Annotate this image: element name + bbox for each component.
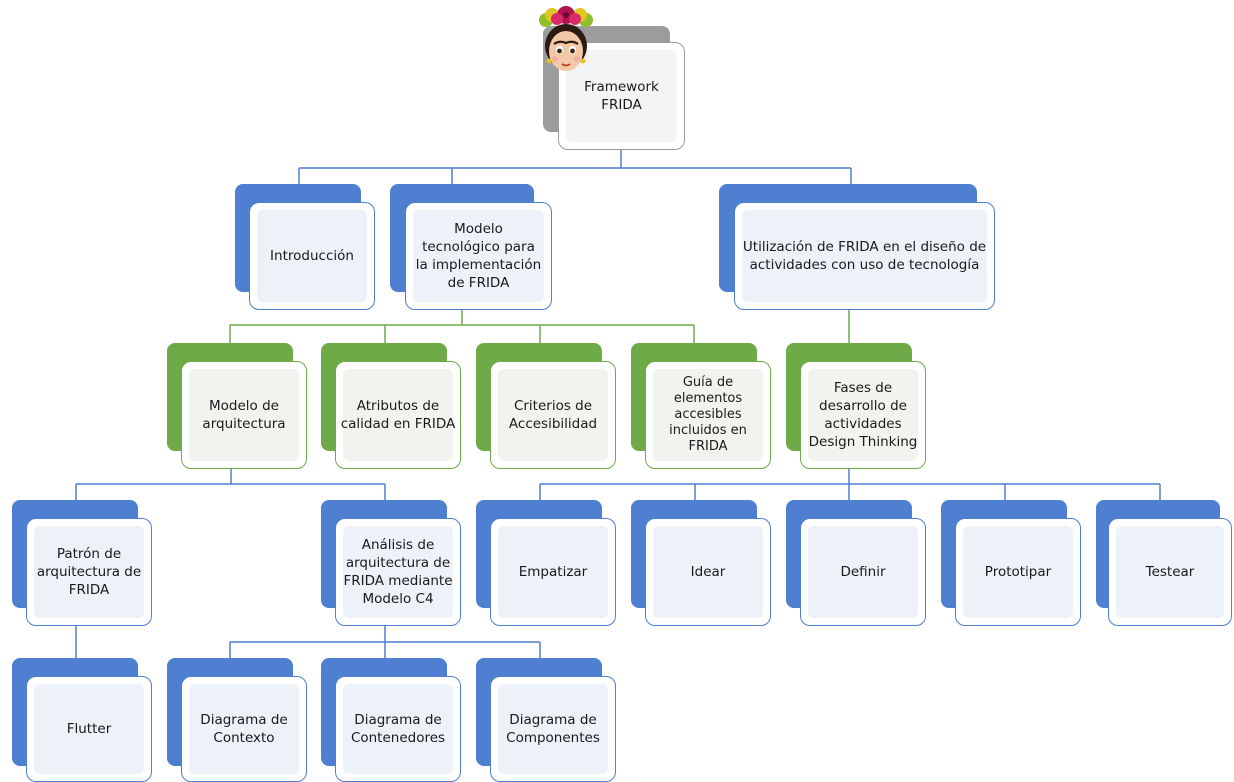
node-diagrama-contexto: Diagrama de Contexto [167,658,309,782]
utilizacion-label: Utilización de FRIDA en el diseño de act… [742,239,987,273]
fases-label: Fases de desarrollo de actividades Desig… [808,380,918,450]
node-idear: Idear [631,500,773,626]
analisis-connectors [229,626,541,658]
diagrama-contenedores-label: Diagrama de Contenedores [350,712,446,746]
fases-connectors [539,468,1161,500]
node-diagrama-contenedores: Diagrama de Contenedores [321,658,463,782]
node-guia: Guía de elementos accesibles incluidos e… [631,343,773,469]
node-analisis: Análisis de arquitectura de FRIDA median… [321,500,463,626]
node-testear: Testear [1096,500,1234,626]
node-prototipar: Prototipar [941,500,1083,626]
diagrama-componentes-label: Diagrama de Componentes [506,712,600,746]
criterios-label: Criterios de Accesibilidad [508,398,598,432]
modelo-tecnologico-connectors [229,310,695,343]
introduccion-label: Introducción [270,248,354,264]
analisis-label: Análisis de arquitectura de FRIDA median… [343,537,453,607]
patron-label: Patrón de arquitectura de FRIDA [36,546,142,598]
empatizar-label: Empatizar [518,564,588,580]
modelo-tecnologico-label: Modelo tecnológico para la implementació… [415,221,542,291]
node-definir: Definir [786,500,928,626]
root-connectors [298,150,852,184]
testear-label: Testear [1145,564,1195,580]
flutter-label: Flutter [66,721,112,737]
node-empatizar: Empatizar [476,500,618,626]
prototipar-label: Prototipar [984,564,1052,580]
atributos-label: Atributos de calidad en FRIDA [340,398,456,432]
frida-face-icon [539,6,593,71]
modelo-arquitectura-label: Modelo de arquitectura [202,398,286,432]
guia-label: Guía de elementos accesibles incluidos e… [669,375,747,454]
diagrama-contexto-label: Diagrama de Contexto [200,712,288,746]
node-modelo-tecnologico: Modelo tecnológico para la implementació… [390,184,552,310]
definir-label: Definir [840,564,886,580]
modelo-arquitectura-connectors [75,468,386,500]
idear-label: Idear [690,564,726,580]
root-node: Framework FRIDA [543,26,688,152]
node-utilizacion: Utilización de FRIDA en el diseño de act… [719,184,995,310]
node-fases: Fases de desarrollo de actividades Desig… [786,343,928,469]
node-diagrama-componentes: Diagrama de Componentes [476,658,618,782]
node-patron: Patrón de arquitectura de FRIDA [12,500,154,626]
node-modelo-arquitectura: Modelo de arquitectura [167,343,309,469]
node-atributos: Atributos de calidad en FRIDA [321,343,463,469]
node-flutter: Flutter [12,658,154,782]
node-introduccion: Introducción [235,184,377,310]
root-label: Framework FRIDA [584,79,659,113]
node-criterios: Criterios de Accesibilidad [476,343,618,469]
